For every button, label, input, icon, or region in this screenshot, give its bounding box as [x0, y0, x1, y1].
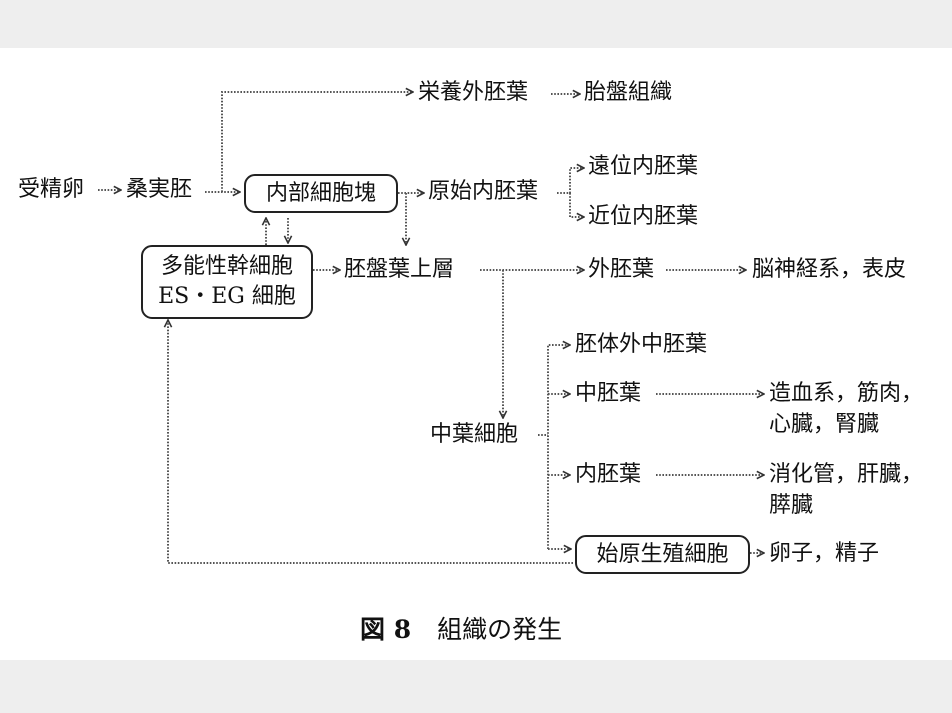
node-morula: 桑実胚: [126, 177, 193, 202]
node-mesoderm-products-line1: 造血系，筋肉，: [769, 381, 924, 406]
node-inner-cell-mass: 内部細胞塊: [244, 174, 398, 213]
node-mesenchymal-cell: 中葉細胞: [430, 422, 519, 447]
node-mesoderm-products-line2: 心臓，腎臓: [769, 412, 880, 437]
figure-number: 図 8: [360, 615, 412, 644]
figure-title: 組織の発生: [437, 615, 563, 644]
node-ectoderm: 外胚葉: [588, 257, 655, 282]
node-epiblast: 胚盤葉上層: [344, 257, 455, 282]
node-neural-epidermis: 脳神経系，表皮: [752, 257, 907, 282]
node-primordial-germ-cell: 始原生殖細胞: [575, 535, 750, 574]
node-gametes: 卵子，精子: [769, 541, 880, 566]
node-endoderm-products-line2: 膵臓: [769, 493, 814, 518]
node-es-eg-cell-label: ES・EG 細胞: [158, 284, 296, 309]
node-extraembryonic-mesoderm: 胚体外中胚葉: [575, 332, 708, 357]
page: 受精卵 桑実胚 内部細胞塊 栄養外胚葉 胎盤組織 原始内胚葉 遠位内胚葉 近位内…: [0, 48, 952, 660]
node-fertilized-egg: 受精卵: [18, 177, 85, 202]
node-proximal-endoderm: 近位内胚葉: [588, 204, 699, 229]
arrow-pgc-to-stemcell: [168, 320, 573, 564]
node-pluripotent-stem-cell: 多能性幹細胞 ES・EG 細胞: [141, 245, 313, 319]
node-distal-endoderm: 遠位内胚葉: [588, 154, 699, 179]
arrow-to-extraembryonic-mesoderm: [547, 345, 570, 549]
node-endoderm: 内胚葉: [575, 462, 642, 487]
node-pluripotent-stem-cell-label: 多能性幹細胞: [160, 254, 293, 279]
arrow-morula-to-trophectoderm: [221, 92, 413, 192]
node-primordial-germ-cell-label: 始原生殖細胞: [596, 541, 729, 567]
node-placenta-tissue: 胎盤組織: [584, 80, 673, 105]
figure-caption: 図 8 組織の発生: [360, 615, 562, 645]
arrow-to-distal-endoderm: [557, 168, 584, 194]
node-inner-cell-mass-label: 内部細胞塊: [265, 180, 376, 206]
node-primitive-endoderm: 原始内胚葉: [428, 179, 539, 204]
node-mesoderm: 中胚葉: [575, 381, 642, 406]
arrow-to-proximal-endoderm: [569, 193, 584, 217]
node-trophectoderm: 栄養外胚葉: [418, 80, 529, 105]
node-endoderm-products-line1: 消化管，肝臓，: [769, 462, 924, 487]
flow-connectors: [98, 48, 952, 564]
